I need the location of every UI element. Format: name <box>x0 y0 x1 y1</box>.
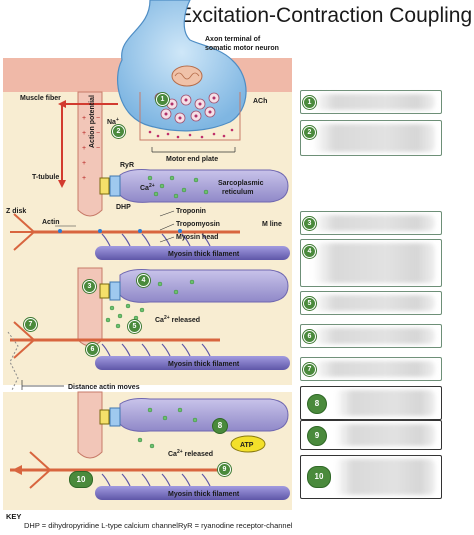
myosin-thick-filament-3 <box>95 486 290 500</box>
label-m-line: M line <box>262 221 282 228</box>
step-badge-10: 10 <box>69 471 93 488</box>
label-sarcoplasmic: Sarcoplasmic <box>218 180 264 187</box>
step-badge-1: 1 <box>156 93 169 106</box>
sarcoplasmic-reticulum <box>119 169 289 203</box>
label-axon-terminal-2: somatic motor neuron <box>205 45 279 52</box>
label-na: Na+ <box>107 117 119 126</box>
label-action-potential: Action potential <box>89 95 96 148</box>
step-badge-4: 4 <box>137 274 150 287</box>
svg-text:+: + <box>82 115 86 122</box>
svg-text:+: + <box>82 145 86 152</box>
axon-terminal <box>116 0 247 132</box>
myosin-thick-filament-1 <box>95 246 290 260</box>
ryr-channel <box>109 175 121 197</box>
label-myosin-head: Myosin head <box>176 234 218 241</box>
sarcoplasmic-reticulum-2 <box>119 269 289 303</box>
z-disk-2 <box>13 321 36 359</box>
label-reticulum: reticulum <box>222 189 254 196</box>
label-ca-released-3: Ca2+ released <box>168 449 213 458</box>
answer-box-6-badge: 6 <box>303 330 316 343</box>
answer-box-5-badge: 5 <box>303 297 316 310</box>
label-ca-released-2: Ca2+ released <box>155 315 200 324</box>
svg-text:−: − <box>96 145 100 152</box>
ach-released <box>148 128 234 139</box>
svg-text:−: − <box>96 115 100 122</box>
label-ach: ACh <box>253 98 267 105</box>
answer-box-9-badge: 9 <box>307 426 327 446</box>
svg-text:+: + <box>82 175 86 182</box>
answer-box-2[interactable]: 2 <box>300 120 442 156</box>
step-badge-8: 8 <box>212 418 228 434</box>
label-actin: Actin <box>42 219 60 226</box>
key-dhp-definition: DHP = dihydropyridine L-type calcium cha… <box>24 521 178 530</box>
sarcoplasmic-reticulum-3 <box>119 398 289 432</box>
label-distance-actin-moves: Distance actin moves <box>68 384 140 391</box>
label-axon-terminal: Axon terminal of <box>205 36 261 43</box>
label-troponin: Troponin <box>176 208 206 215</box>
svg-text:+: + <box>82 160 86 167</box>
step-badge-3: 3 <box>83 280 96 293</box>
label-myosin-thick-filament-2: Myosin thick filament <box>168 361 240 368</box>
step-badge-7: 7 <box>24 318 37 331</box>
panel-bottom <box>3 391 292 510</box>
answer-box-3[interactable]: 3 <box>300 211 442 235</box>
answer-box-10-badge: 10 <box>307 466 331 488</box>
label-muscle-fiber: Muscle fiber <box>20 95 61 102</box>
answer-box-2-badge: 2 <box>303 126 316 139</box>
key-ryr-definition: RyR = ryanodine receptor-channel <box>178 521 293 530</box>
answer-box-7[interactable]: 7 <box>300 357 442 381</box>
answer-box-1[interactable]: 1 <box>300 90 442 114</box>
label-z-disk: Z disk <box>6 208 26 215</box>
label-myosin-thick-filament-1: Myosin thick filament <box>168 251 240 258</box>
label-myosin-thick-filament-3: Myosin thick filament <box>168 491 240 498</box>
svg-text:−: − <box>96 130 100 137</box>
answer-box-4-badge: 4 <box>303 245 316 258</box>
label-ca: Ca2+ <box>140 183 155 192</box>
answer-box-5[interactable]: 5 <box>300 291 442 315</box>
label-ryr: RyR <box>120 162 134 169</box>
answer-box-3-badge: 3 <box>303 217 316 230</box>
answer-box-1-badge: 1 <box>303 96 316 109</box>
label-dhp: DHP <box>116 204 131 211</box>
atp-ellipse <box>230 435 266 453</box>
answer-box-4[interactable]: 4 <box>300 239 442 287</box>
step-badge-5: 5 <box>128 320 141 333</box>
answer-box-8-badge: 8 <box>307 394 327 414</box>
page-title: Excitation-Contraction Coupling <box>178 4 473 27</box>
mitochondrion <box>171 65 203 87</box>
key-heading: KEY <box>6 512 22 521</box>
step-badge-9: 9 <box>218 463 231 476</box>
label-motor-end-plate: Motor end plate <box>166 156 218 163</box>
answer-box-9[interactable]: 9 <box>300 420 442 450</box>
myosin-thick-filament-2 <box>95 356 290 370</box>
label-tropomyosin: Tropomyosin <box>176 221 220 228</box>
answer-box-8[interactable]: 8 <box>300 386 442 420</box>
step-badge-2: 2 <box>112 125 125 138</box>
step-badge-6: 6 <box>86 343 99 356</box>
answer-box-6[interactable]: 6 <box>300 324 442 348</box>
answer-box-7-badge: 7 <box>303 363 316 376</box>
z-disk-3 <box>29 451 52 489</box>
svg-text:+: + <box>82 130 86 137</box>
answer-box-10[interactable]: 10 <box>300 455 442 499</box>
dhp-channel <box>99 177 110 195</box>
label-t-tubule: T-tubule <box>32 174 59 181</box>
label-atp: ATP <box>240 442 254 449</box>
t-tubule-shape <box>77 91 103 217</box>
